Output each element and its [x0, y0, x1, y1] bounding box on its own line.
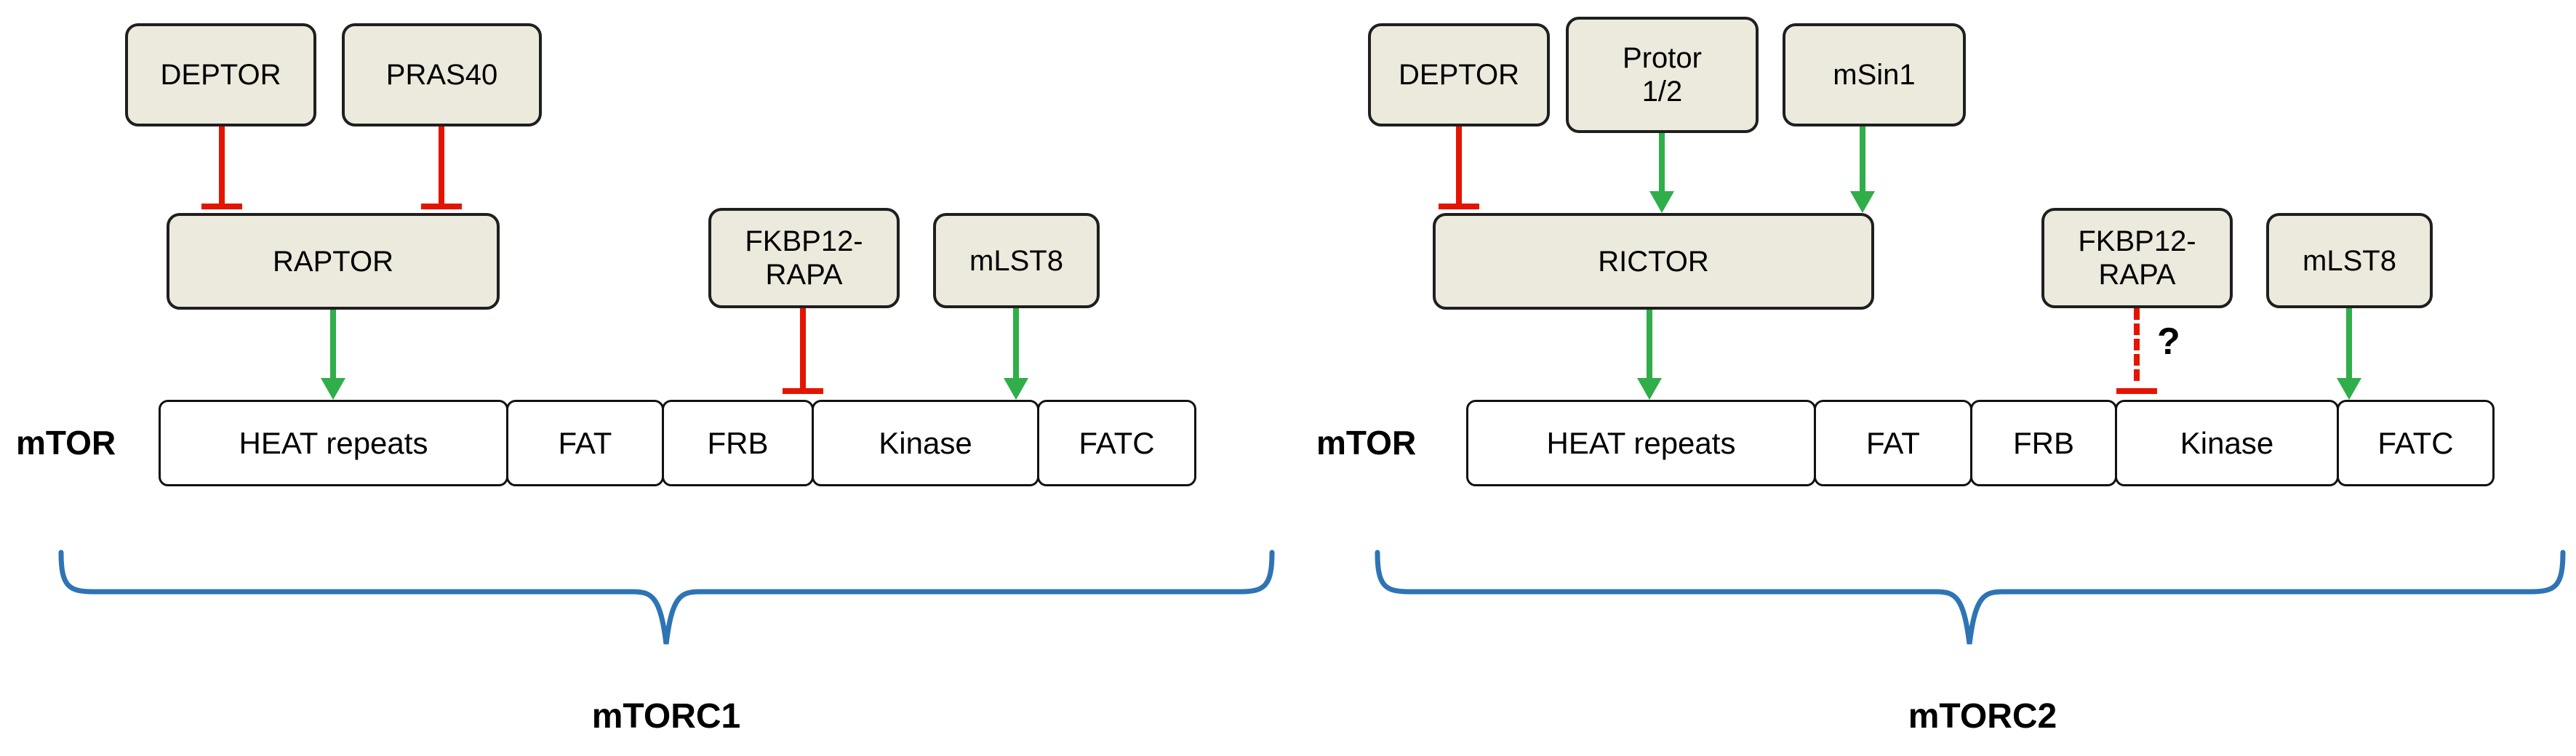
domain-kinase: Kinase — [812, 400, 1039, 486]
rictor-heat-arrowhead — [1637, 378, 1662, 400]
raptor-heat-arrowhead — [321, 378, 345, 400]
pras40-box: PRAS40 — [342, 23, 542, 126]
domain-heat-repeats: HEAT repeats — [1466, 400, 1816, 486]
deptor-box: DEPTOR — [1368, 23, 1550, 126]
mtorc2-title: mTORC2 — [1908, 697, 2057, 736]
uncertainty-question-mark: ? — [2157, 321, 2180, 363]
mlst8-box: mLST8 — [2266, 213, 2433, 308]
rictor-heat-arrow-line — [1647, 310, 1652, 378]
raptor-box: RAPTOR — [167, 213, 500, 310]
fkbp12-rapa-box: FKBP12- RAPA — [708, 208, 900, 308]
domain-fatc: FATC — [1037, 400, 1196, 486]
domain-kinase: Kinase — [2115, 400, 2339, 486]
domain-fat: FAT — [506, 400, 664, 486]
mlst8-kinase-arrowhead — [1004, 378, 1028, 400]
domain-heat-repeats: HEAT repeats — [159, 400, 508, 486]
protor-rictor-arrow-line — [1659, 133, 1665, 191]
mlst8-box: mLST8 — [933, 213, 1100, 308]
fkbp12-frb-inhibit-cap — [783, 388, 823, 394]
mtorc2-group: DEPTOR Protor 1/2 mSin1 RICTOR FKBP12- R… — [1288, 0, 2576, 756]
deptor-raptor-inhibit-line — [219, 126, 225, 204]
deptor-raptor-inhibit-cap — [201, 204, 242, 209]
domain-fat: FAT — [1814, 400, 1972, 486]
domain-frb: FRB — [662, 400, 814, 486]
mtorc1-brace — [58, 550, 1275, 645]
pras40-raptor-inhibit-line — [439, 126, 444, 204]
mtorc1-group: DEPTOR PRAS40 RAPTOR FKBP12- RAPA mLST8 … — [16, 23, 1275, 736]
fkbp12-frb-inhibit-cap — [2116, 388, 2157, 394]
deptor-rictor-inhibit-line — [1456, 126, 1462, 204]
rictor-box: RICTOR — [1433, 213, 1874, 310]
raptor-heat-arrow-line — [330, 310, 336, 378]
mtor-label: mTOR — [1316, 424, 1417, 462]
mtorc1-title: mTORC1 — [591, 697, 741, 736]
fkbp12-rapa-box: FKBP12- RAPA — [2041, 208, 2233, 308]
domain-fatc: FATC — [2337, 400, 2495, 486]
fkbp12-frb-inhibit-line — [800, 308, 806, 388]
pras40-raptor-inhibit-cap — [421, 204, 462, 209]
mlst8-kinase-arrow-line — [2346, 308, 2352, 378]
mlst8-kinase-arrowhead — [2337, 378, 2361, 400]
mlst8-kinase-arrow-line — [1013, 308, 1019, 378]
domain-frb: FRB — [1970, 400, 2117, 486]
protor-box: Protor 1/2 — [1566, 17, 1759, 133]
protor-rictor-arrowhead — [1649, 191, 1674, 213]
msin1-box: mSin1 — [1783, 23, 1966, 126]
deptor-box: DEPTOR — [125, 23, 316, 126]
fkbp12-frb-inhibit-dashed-line — [2134, 308, 2140, 381]
mtorc2-brace — [1375, 550, 2566, 645]
msin1-rictor-arrow-line — [1860, 126, 1865, 191]
mtor-label: mTOR — [16, 424, 116, 462]
msin1-rictor-arrowhead — [1850, 191, 1875, 213]
deptor-rictor-inhibit-cap — [1439, 204, 1479, 209]
